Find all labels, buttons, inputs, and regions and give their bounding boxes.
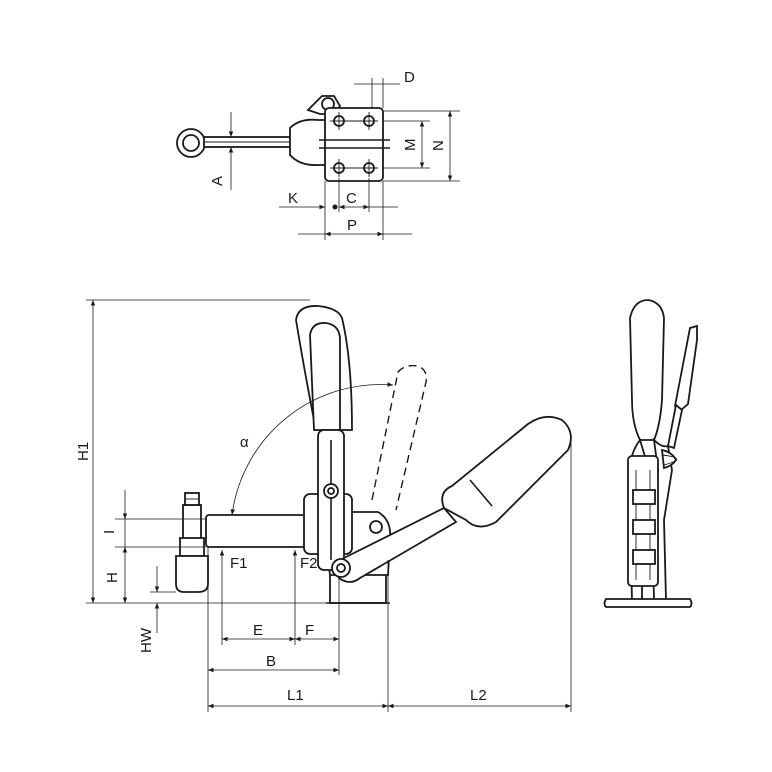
label-alpha: α bbox=[240, 434, 249, 451]
label-N: N bbox=[430, 140, 447, 151]
label-I: I bbox=[101, 530, 118, 534]
label-F1: F1 bbox=[230, 555, 248, 572]
label-H: H bbox=[104, 572, 121, 583]
label-E: E bbox=[253, 622, 263, 639]
label-F: F bbox=[305, 622, 314, 639]
label-HW: HW bbox=[138, 627, 155, 653]
label-A: A bbox=[209, 176, 226, 186]
label-H1: H1 bbox=[75, 442, 92, 461]
label-D: D bbox=[404, 69, 415, 86]
side-view-dimensions bbox=[86, 299, 572, 712]
label-C: C bbox=[346, 190, 357, 207]
label-M: M bbox=[402, 139, 419, 152]
front-view bbox=[603, 299, 698, 608]
label-P: P bbox=[347, 217, 357, 234]
top-view-dimensions bbox=[224, 78, 460, 240]
label-K: K bbox=[288, 190, 298, 207]
label-B: B bbox=[266, 653, 276, 670]
label-L2: L2 bbox=[470, 687, 487, 704]
label-L1: L1 bbox=[287, 687, 304, 704]
top-view bbox=[176, 95, 390, 182]
label-F2: F2 bbox=[300, 555, 318, 572]
